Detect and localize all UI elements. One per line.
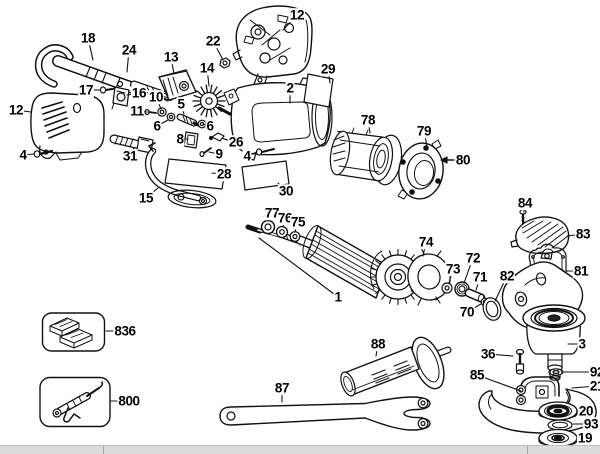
part-callout-16-7: 16 xyxy=(130,85,148,101)
part-callout-20-48: 20 xyxy=(577,403,595,419)
part-callout-92-46: 92 xyxy=(588,365,600,379)
part-callout-21-47: 21 xyxy=(588,379,600,393)
part-5-stud-drawing xyxy=(176,113,200,127)
part-callout-71-33: 71 xyxy=(471,269,489,285)
part-836-kit-box-drawing xyxy=(41,312,106,352)
part-callout-26-14: 26 xyxy=(227,134,245,150)
part-callout-74-36: 74 xyxy=(417,234,435,250)
part-9-screw-drawing xyxy=(199,147,212,158)
part-77-bearing-drawing xyxy=(260,219,276,235)
part-4-screw-center-drawing xyxy=(255,148,275,156)
leader-line-1-37 xyxy=(258,237,339,298)
part-callout-88-41: 88 xyxy=(369,336,387,352)
part-callout-1-37: 1 xyxy=(333,289,343,305)
part-callout-83-29: 83 xyxy=(574,226,592,242)
part-callout-36-44: 36 xyxy=(479,346,497,362)
part-20-flange-nut-drawing xyxy=(538,401,578,421)
part-19-flange-drawing xyxy=(538,428,578,448)
part-callout-29-24: 29 xyxy=(319,61,337,77)
part-36-screw-drawing xyxy=(515,348,525,375)
part-28-label-drawing xyxy=(164,158,227,190)
part-callout-15-19: 15 xyxy=(137,190,155,206)
part-callout-73-34: 73 xyxy=(444,261,462,277)
part-31-brush-lead-drawing xyxy=(109,134,154,154)
part-75-washer-drawing xyxy=(289,231,301,242)
part-callout-18-0: 18 xyxy=(79,30,97,46)
part-16-brush-holder-drawing xyxy=(111,80,130,110)
part-callout-78-25: 78 xyxy=(359,112,377,128)
part-callout-70-35: 70 xyxy=(458,304,476,320)
part-8-brush-drawing xyxy=(183,131,199,149)
part-79-flange-drawing xyxy=(397,139,444,200)
part-83-cover-drawing xyxy=(510,216,570,260)
part-14-fan-drawing xyxy=(192,84,240,118)
part-callout-9-15: 9 xyxy=(214,146,224,162)
part-callout-5-10: 5 xyxy=(176,96,186,112)
part-17-screw-drawing xyxy=(99,86,116,94)
part-22-nut-drawing xyxy=(219,57,231,69)
part-29-label-drawing xyxy=(303,73,334,108)
part-callout-6-11: 6 xyxy=(152,118,162,134)
part-callout-76-39: 76 xyxy=(276,210,294,226)
scrollbar-separator-0 xyxy=(103,446,104,454)
part-callout-2-23: 2 xyxy=(285,80,295,96)
part-callout-22-3: 22 xyxy=(204,33,222,49)
part-callout-12-4: 12 xyxy=(288,7,306,23)
part-callout-11-9: 11 xyxy=(129,103,145,119)
scrollbar-separator-1 xyxy=(527,446,528,454)
part-callout-800-52: 800 xyxy=(117,393,141,409)
part-30-label-drawing xyxy=(241,160,290,191)
part-callout-82-31: 82 xyxy=(498,268,516,284)
part-26-clip-drawing xyxy=(208,132,228,142)
part-callout-19-50: 19 xyxy=(576,430,594,446)
part-92-washer-drawing xyxy=(548,368,564,376)
part-87-wrench-drawing xyxy=(219,396,431,431)
part-callout-3-43: 3 xyxy=(577,336,587,352)
part-12-end-housing-drawing xyxy=(30,92,105,161)
part-callout-93-49: 93 xyxy=(582,416,600,432)
part-callout-6-12: 6 xyxy=(205,118,215,134)
part-800-kit-box-drawing xyxy=(39,376,111,428)
part-82-o-ring-drawing xyxy=(482,297,502,321)
horizontal-scrollbar[interactable] xyxy=(0,445,600,454)
part-callout-80-27: 80 xyxy=(454,152,472,168)
part-88-side-handle-drawing xyxy=(340,336,452,397)
part-3-gear-case-drawing xyxy=(501,261,586,381)
part-93-washer-drawing xyxy=(547,419,573,431)
part-13-switch-drawing xyxy=(158,69,197,101)
part-callout-13-2: 13 xyxy=(162,49,180,65)
part-callout-72-32: 72 xyxy=(464,250,482,266)
part-callout-836-51: 836 xyxy=(113,323,137,339)
part-10-ring-drawing xyxy=(157,107,167,117)
part-callout-12-17: 12 xyxy=(7,102,25,118)
part-callout-30-21: 30 xyxy=(277,183,295,199)
part-callout-8-13: 8 xyxy=(175,131,185,147)
part-callout-24-1: 24 xyxy=(120,42,138,58)
part-11-screw-drawing xyxy=(144,108,157,115)
part-callout-31-16: 31 xyxy=(121,148,139,164)
part-callout-75-40: 75 xyxy=(289,214,307,230)
part-6-washer-left-drawing xyxy=(166,112,176,122)
part-callout-84-28: 84 xyxy=(516,195,534,211)
part-callout-10-8: 10 xyxy=(147,89,165,105)
part-callout-14-5: 14 xyxy=(198,60,216,76)
part-callout-85-45: 85 xyxy=(468,367,486,383)
part-callout-81-30: 81 xyxy=(572,263,590,279)
part-callout-4-22: 4 xyxy=(242,148,252,164)
part-callout-4-18: 4 xyxy=(18,147,28,163)
part-12-switch-housing-drawing xyxy=(232,5,313,87)
part-callout-79-26: 79 xyxy=(415,123,433,139)
part-76-washer-drawing xyxy=(275,225,289,239)
part-15-lever-drawing xyxy=(144,142,217,209)
part-callout-87-42: 87 xyxy=(273,380,291,396)
part-78-field-drawing xyxy=(329,127,403,186)
part-callout-28-20: 28 xyxy=(215,166,233,182)
part-73-washer-drawing xyxy=(441,282,453,294)
part-71-spacer-drawing xyxy=(464,288,486,303)
part-callout-77-38: 77 xyxy=(263,205,281,221)
part-callout-17-6: 17 xyxy=(77,82,95,98)
